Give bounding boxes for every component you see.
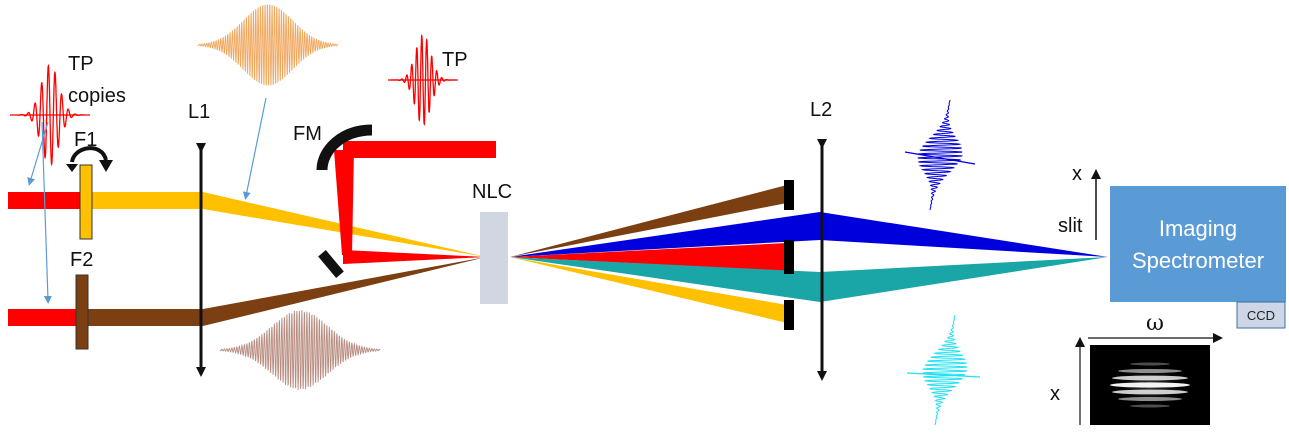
label-tp-copies-line1: TP: [68, 53, 94, 75]
pulse-brown: [219, 310, 381, 390]
converging-beam-brown: [203, 257, 486, 326]
label-x-ccd-axis: x: [1050, 383, 1060, 405]
label-l2: L2: [810, 99, 832, 121]
diverging-beam-blue: [510, 212, 820, 257]
input-beam-red-top: [8, 192, 83, 209]
pulse-orange: [197, 4, 339, 86]
ccd-image: [1075, 333, 1223, 425]
label-ccd: CCD: [1247, 308, 1275, 323]
filter-f2: [75, 274, 89, 350]
fixed-mirror: [318, 250, 344, 278]
label-omega: ω: [1146, 311, 1164, 336]
ccd-box: [1236, 301, 1286, 329]
label-tp: TP: [442, 49, 468, 71]
input-beam-brown: [78, 309, 203, 326]
rotate-arrowhead-left-icon: [66, 164, 78, 172]
pulse-cyan: [921, 315, 969, 425]
label-spectrometer-line2: Spectrometer: [1132, 248, 1264, 273]
label-nlc: NLC: [472, 181, 512, 203]
nonlinear-crystal: [480, 212, 508, 304]
refocused-beam-teal: [820, 257, 1108, 302]
pulse-cyan-baseline: [906, 372, 981, 378]
pulse-blue: [916, 100, 964, 210]
label-spectrometer-line1: Imaging: [1159, 216, 1237, 241]
diverging-beam-yellow: [510, 257, 787, 323]
beam-block-bottom: [784, 300, 794, 330]
pulse-blue-baseline: [904, 151, 976, 165]
rotate-arrow-icon: [70, 146, 108, 163]
refocused-beam-blue: [820, 212, 1108, 257]
tp-beam-to-crystal: [343, 250, 486, 264]
tp-beam-horizontal: [343, 141, 496, 158]
label-l1: L1: [188, 101, 210, 123]
label-tp-copies-line2: copies: [68, 85, 126, 107]
rotate-arrowhead-icon: [99, 160, 113, 172]
diverging-beam-teal: [510, 257, 820, 302]
input-beam-yellow: [83, 192, 203, 209]
label-f2: F2: [70, 249, 93, 271]
label-f1: F1: [74, 129, 97, 151]
pulse-waveforms: [10, 4, 981, 425]
pointer-tp-to-bottom: [41, 121, 52, 304]
filter-f1: [79, 164, 93, 240]
label-x-slit-axis: x: [1072, 163, 1082, 185]
label-slit: slit: [1058, 215, 1083, 237]
pointer-arrows: [27, 97, 267, 304]
diverging-beam-brown: [510, 185, 787, 257]
beams: [8, 141, 1108, 326]
pointer-orange-to-beam: [242, 97, 267, 200]
pointer-tp-to-top: [27, 121, 49, 186]
imaging-spectrometer: [1110, 186, 1286, 302]
input-beam-red-bottom: [8, 309, 78, 326]
flip-mirror: [316, 124, 373, 171]
diverging-beam-red: [510, 243, 787, 271]
beam-block-middle: [784, 240, 794, 274]
beam-block-top: [784, 180, 794, 210]
tp-beam-vertical: [334, 150, 354, 255]
label-fm: FM: [293, 123, 322, 145]
